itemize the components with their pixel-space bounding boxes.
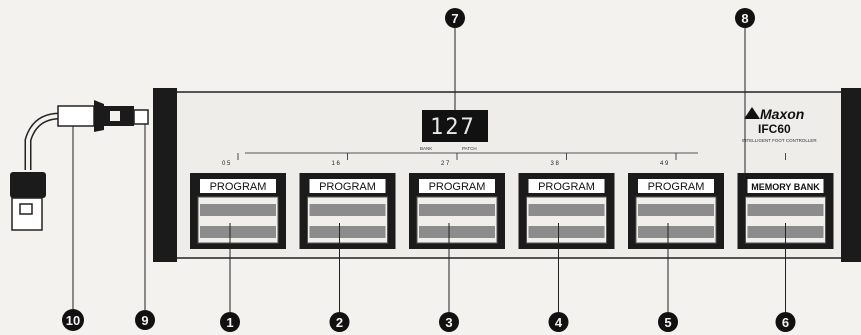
adapter-prong [19,203,33,215]
callout-circle [658,312,678,332]
footswitch-tread [528,226,605,238]
callout-circle [775,312,796,332]
footswitch-tread [638,204,714,216]
brand-name: Maxon [760,106,804,122]
footswitch-label-plate [200,179,276,193]
footswitch-label-plate [419,179,495,193]
bank-number-label: 4 9 [660,161,669,167]
bank-number-label: 2 7 [441,161,450,167]
footswitch-tread [200,204,276,216]
footswitch-1[interactable]: 0 5 PROGRAM 1 [190,153,286,332]
callout-label: 6 [782,315,789,330]
footswitch-row: 0 5 PROGRAM 1 1 6 PROGRAM 2 2 7 PROGRAM 3 3 8 PROG… [190,153,834,332]
dc-jack-socket [133,109,149,125]
adapter-body [10,172,46,198]
callout-label: 3 [445,315,452,330]
footswitch-tread [419,226,495,238]
dc-plug-collar [94,100,104,132]
callout-label: 2 [336,315,343,330]
callout-circle [439,312,459,332]
callout-7-label: 7 [451,11,458,26]
left-end-cap [153,88,177,262]
maxon-logo-icon [744,107,760,119]
callout-10: 10 [62,309,84,331]
callout-label: 4 [555,315,563,330]
callout-7: 7 [445,8,465,28]
callout-8-label: 8 [741,11,748,26]
callout-9: 9 [135,310,155,330]
footswitch-4[interactable]: 3 8 PROGRAM 4 [518,153,615,332]
footswitch-label: PROGRAM [319,181,376,193]
callout-circle [329,312,350,332]
callout-5: 5 [658,312,678,332]
footswitch-label-plate [747,179,824,193]
bank-number-label: 0 5 [222,161,231,167]
footswitch-label-plate [309,179,386,193]
model-name: IFC60 [758,122,791,136]
display-label-patch: PATCH [462,146,477,151]
callout-9-label: 9 [141,313,148,328]
callout-label: 1 [226,315,233,330]
footswitch-5[interactable]: 4 9 PROGRAM 5 [628,153,724,332]
footswitch-label: PROGRAM [210,181,267,193]
callout-4: 4 [548,312,569,332]
footswitch-tread [309,226,386,238]
callout-circle [548,312,569,332]
footswitch-tread [200,226,276,238]
footswitch-label: PROGRAM [538,181,595,193]
footswitch-tread [419,204,495,216]
footswitch-label-plate [638,179,714,193]
bank-number-label: 1 6 [332,161,341,167]
callout-3: 3 [439,312,459,332]
chassis-body [174,91,844,259]
footswitch-tread [309,204,386,216]
led-display-value: 127 [430,115,476,140]
footswitch-3[interactable]: 2 7 PROGRAM 3 [409,153,505,332]
bank-number-label: 3 8 [551,161,560,167]
dc-jack-tip [110,111,120,121]
footswitch-6[interactable]: MEMORY BANK 6 [737,153,834,332]
footswitch-2[interactable]: 1 6 PROGRAM 2 [299,153,396,332]
dc-plug-body [57,105,95,127]
footswitch-tread [638,226,714,238]
led-display [422,110,488,142]
footswitch-tread [528,204,605,216]
right-end-cap [841,88,861,262]
footswitch-label: MEMORY BANK [751,182,820,192]
footswitch-label: PROGRAM [429,181,486,193]
footswitch-tread [747,204,824,216]
display-label-bank: BANK [420,146,432,151]
callout-2: 2 [329,312,350,332]
callout-6: 6 [775,312,796,332]
callout-1: 1 [220,312,240,332]
callout-8: 8 [735,8,755,28]
model-subtitle: INTELLIGENT FOOT CONTROLLER [742,138,817,143]
callout-10-label: 10 [66,313,80,328]
footswitch-label: PROGRAM [648,181,705,193]
callout-circle [220,312,240,332]
footswitch-label-plate [528,179,605,193]
callout-label: 5 [664,315,671,330]
